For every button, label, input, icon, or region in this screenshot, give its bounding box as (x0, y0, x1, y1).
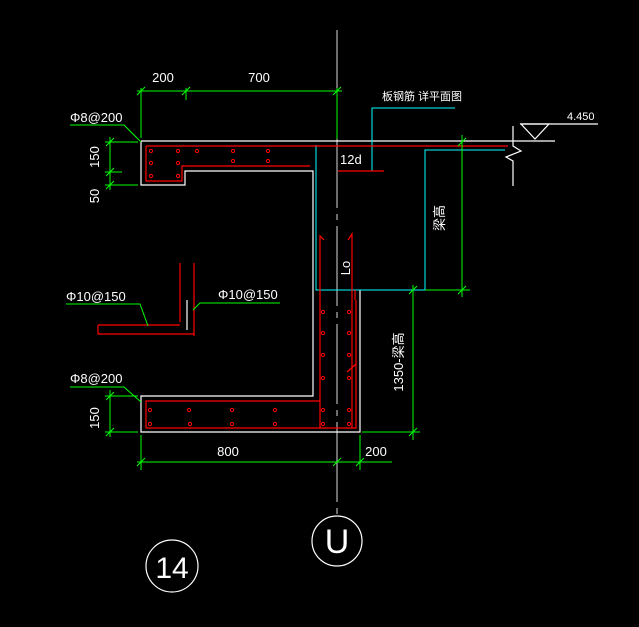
dim-slab-thickness: 150 (87, 146, 102, 168)
wall-rebar-dots (147, 309, 352, 427)
slab-bottom-rebar (145, 146, 310, 182)
rebar-dot (229, 421, 235, 427)
rebar-dot (346, 407, 352, 413)
anchorage-label: 12d (340, 152, 362, 167)
top-extension-lines (140, 88, 338, 139)
slab-rebar-note: 板钢筋 详平面图 (382, 89, 462, 103)
wall-rebar-tie (346, 363, 357, 373)
rebar-dot (230, 148, 236, 154)
rebar-dot (194, 148, 200, 154)
rebar-dot (230, 158, 236, 164)
rebar-dot (229, 407, 235, 413)
rebar-dot (148, 148, 154, 154)
rebar-dot (346, 421, 352, 427)
rebar-dot (265, 158, 271, 164)
rebar-dot (320, 309, 326, 315)
hook-right-leader (192, 302, 280, 311)
rebar-dot (346, 330, 352, 336)
rebar-dot (148, 173, 154, 179)
bottom-dimension-ticks (136, 457, 365, 467)
beam-height-label: 梁高 (432, 205, 447, 231)
left-top-dimension-ticks (105, 137, 115, 190)
rebar-dot (320, 352, 326, 358)
bottom-slab-rebar (145, 300, 357, 429)
rebar-dot (320, 330, 326, 336)
break-line (504, 126, 523, 186)
rebar-dot (320, 407, 326, 413)
rebar-dot (320, 375, 326, 381)
dim-top-right: 700 (248, 70, 270, 85)
detail-number: 14 (155, 552, 188, 585)
rebar-dot (175, 173, 181, 179)
rebar-dot (175, 160, 181, 166)
rebar-dot (346, 375, 352, 381)
rebar-dot (186, 407, 192, 413)
rebar-dot (147, 421, 153, 427)
rebar-dot (265, 148, 271, 154)
left-bottom-dimension-ticks (105, 391, 115, 437)
rebar-dot (175, 148, 181, 154)
axis-label: U (325, 523, 350, 561)
dim-bottom-thickness: 150 (87, 407, 102, 429)
bottom-extension-lines (140, 435, 361, 470)
dim-step: 50 (87, 189, 102, 203)
dim-top-left: 200 (152, 70, 174, 85)
hook-left-leader (66, 303, 149, 327)
level-triangle-icon (519, 123, 551, 140)
beam-height-ticks (457, 137, 467, 295)
wall-height-ticks (408, 285, 418, 437)
hook-rebar-label-right: Φ10@150 (218, 287, 278, 302)
rebar-top-left-leader (70, 124, 142, 143)
rebar-dot (187, 421, 193, 427)
top-dimension-ticks (136, 86, 342, 96)
rebar-label-top-left: Φ8@200 (70, 110, 123, 125)
level-value: 4.450 (567, 111, 595, 123)
detail-number-bubble (145, 539, 199, 593)
dim-bottom-left: 800 (217, 444, 239, 459)
rebar-dot (320, 421, 326, 427)
rebar-dot (148, 160, 154, 166)
hook-rebar-leg-bottom (97, 325, 194, 335)
wall-left-rebar (319, 234, 325, 428)
dim-height: 1350-梁高 (391, 332, 406, 391)
axis-bubble (311, 515, 363, 567)
length-lo-label: Lo (338, 261, 353, 275)
rebar-dot (147, 407, 153, 413)
rebar-dot (346, 309, 352, 315)
dim-bottom-right: 200 (365, 444, 387, 459)
rebar-dot (346, 352, 352, 358)
slab-note-leader (371, 107, 455, 171)
rebar-dot (272, 407, 278, 413)
slab-rebar-dots (148, 148, 271, 179)
hook-rebar-label-left: Φ10@150 (66, 289, 126, 304)
rebar-label-bottom-left: Φ8@200 (70, 371, 123, 386)
wall-right-rebar (347, 232, 353, 428)
rebar-dot (272, 421, 278, 427)
rebar-bottom-left-leader (70, 386, 142, 403)
section-outline (140, 141, 361, 433)
